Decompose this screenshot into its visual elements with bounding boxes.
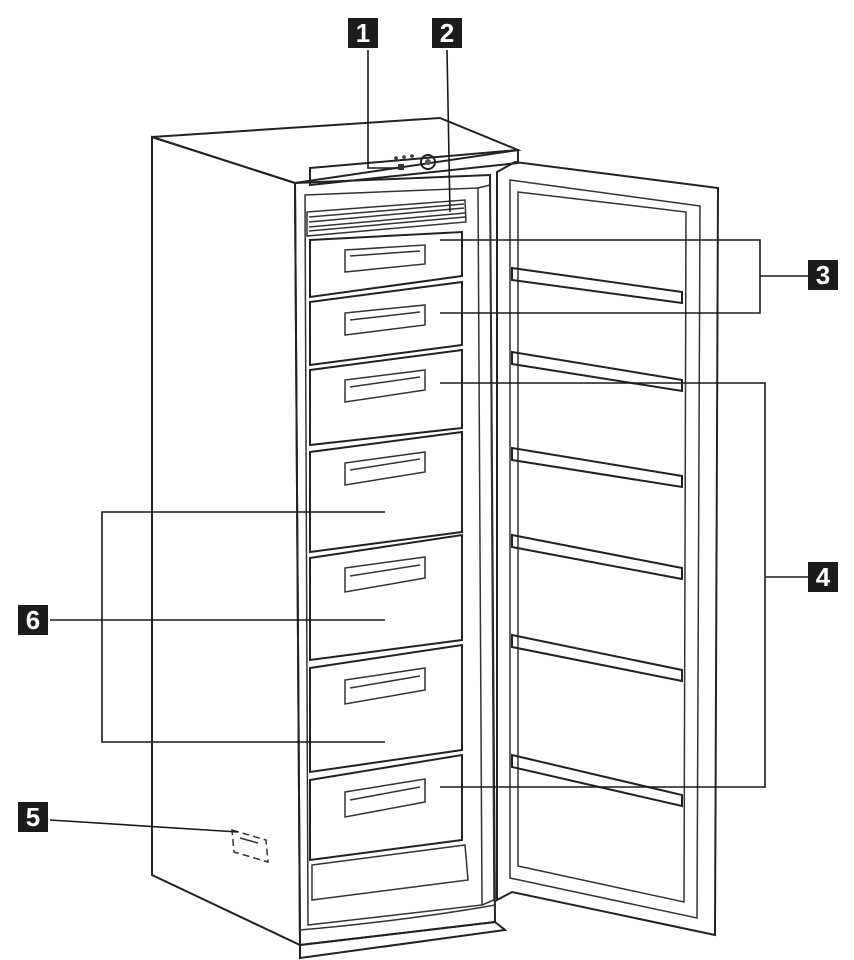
indicator-dot xyxy=(402,155,406,159)
door-flap xyxy=(511,446,683,489)
callout-box-6 xyxy=(18,605,48,635)
leader-lines xyxy=(49,49,808,833)
callout-label-3: 3 xyxy=(815,260,831,290)
air-vent-grille xyxy=(306,199,467,237)
drawer xyxy=(309,753,463,862)
callout-box-3 xyxy=(808,260,838,290)
thermostat-knob xyxy=(420,154,436,170)
callout-label-1: 1 xyxy=(355,18,371,48)
rating-plate xyxy=(231,828,269,864)
base-curve xyxy=(299,904,496,931)
indicator-light xyxy=(398,164,404,170)
drawer xyxy=(309,280,463,367)
door-flap xyxy=(511,533,683,581)
knob-center xyxy=(425,159,431,165)
drawer xyxy=(309,533,463,662)
door-flap xyxy=(511,753,683,808)
cabinet-side-panel xyxy=(151,135,302,947)
door-inner-liner xyxy=(517,191,687,903)
drawer xyxy=(309,643,463,774)
drawer xyxy=(309,348,463,447)
cabinet-base xyxy=(299,920,508,960)
drawer xyxy=(309,230,463,299)
freezer-door xyxy=(496,160,720,937)
indicator-dot xyxy=(410,154,414,158)
callout-box-5 xyxy=(18,802,48,832)
door-flap xyxy=(511,266,683,305)
callout-box-1 xyxy=(348,18,378,48)
callout-label-5: 5 xyxy=(25,802,41,832)
drawer xyxy=(309,430,463,554)
hinge-strip xyxy=(477,184,495,906)
door-gasket xyxy=(509,179,701,919)
cabinet-top xyxy=(151,116,522,185)
door-flap xyxy=(511,350,683,393)
callout-box-4 xyxy=(808,562,838,592)
callout-box-2 xyxy=(432,18,462,48)
bottom-compartment xyxy=(311,844,469,901)
callout-label-6: 6 xyxy=(25,605,41,635)
callout-label-2: 2 xyxy=(439,18,455,48)
door-flap xyxy=(511,633,683,683)
callout-label-4: 4 xyxy=(815,562,831,592)
indicator-dot xyxy=(394,156,398,160)
